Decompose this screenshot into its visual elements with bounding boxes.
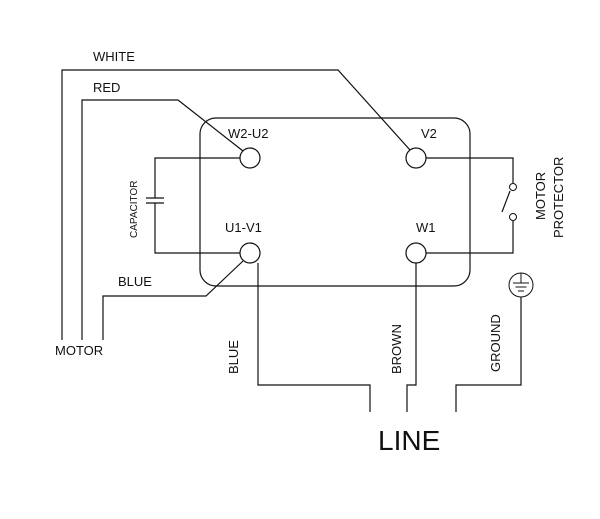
ground-wire [455,297,522,412]
white-wire [61,69,411,340]
switch-contact-top [509,183,517,191]
motor-protector-label-line2: PROTECTOR [551,157,566,238]
brown-line-wire-label: BROWN [389,324,404,374]
blue-motor-wire [102,260,244,340]
switch-icon [501,190,511,213]
protector-wire-top [426,157,514,183]
terminal-u1v1-circle [239,242,261,264]
blue-line-wire [257,263,371,412]
red-wire-label: RED [93,80,120,95]
ground-icon [508,272,534,298]
capacitor-label: CAPACITOR [129,181,140,238]
terminal-w1-label: W1 [416,220,436,235]
red-wire [81,99,244,340]
white-wire-label: WHITE [93,49,135,64]
brown-line-wire [406,263,417,412]
line-label: LINE [378,425,440,456]
motor-label: MOTOR [55,343,103,358]
terminal-v2-circle [405,147,427,169]
capacitor-wire-bottom [154,203,240,254]
terminal-u1v1-label: U1-V1 [225,220,262,235]
terminal-v2-label: V2 [421,126,437,141]
terminal-board [199,117,471,287]
terminal-w2u2-label: W2-U2 [228,126,268,141]
terminal-w1-circle [405,242,427,264]
capacitor-wire-top [154,157,240,198]
motor-protector-label-line1: MOTOR [533,172,548,220]
switch-contact-bottom [509,213,517,221]
ground-wire-label: GROUND [488,314,503,372]
protector-wire-bottom [426,221,514,254]
blue-motor-wire-label: BLUE [118,274,152,289]
blue-line-wire-label: BLUE [226,340,241,374]
